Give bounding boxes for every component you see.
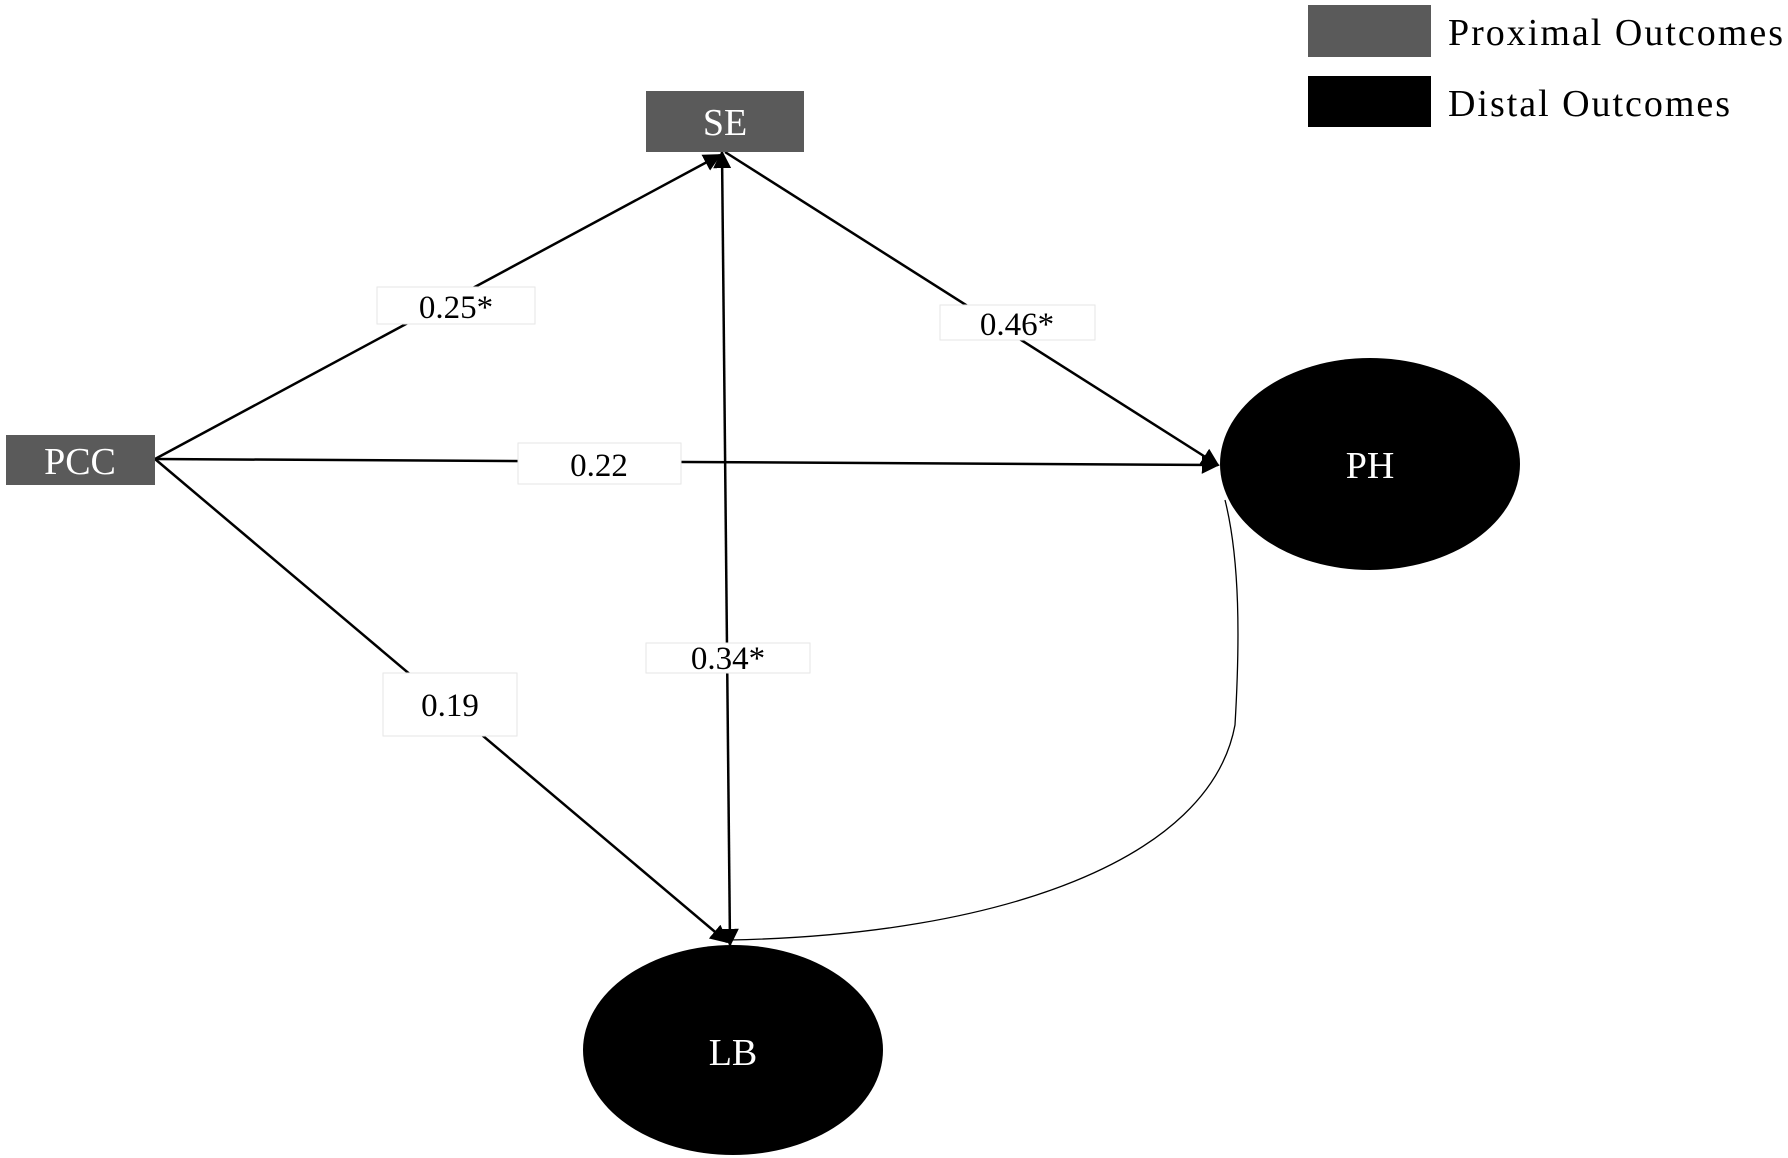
path-label-pcc-lb-text: 0.19: [421, 688, 479, 724]
node-pcc-label: PCC: [44, 441, 116, 483]
edge-ph-lb-curve: [729, 499, 1239, 941]
node-lb-label: LB: [709, 1032, 758, 1074]
node-se-label: SE: [703, 102, 747, 144]
path-label-se-lb-text: 0.34*: [691, 641, 765, 677]
path-label-se-ph: 0.46*: [939, 304, 1096, 343]
legend-swatch-proximal: [1308, 5, 1431, 57]
node-se-box: [646, 91, 804, 152]
node-lb: LB: [583, 945, 883, 1155]
node-ph-ellipse: [1220, 358, 1520, 570]
path-label-se-lb: 0.34*: [645, 641, 811, 677]
path-label-pcc-lb: 0.19: [382, 672, 518, 737]
node-ph: PH: [1220, 358, 1520, 570]
path-label-pcc-se: 0.25*: [376, 286, 536, 326]
path-label-se-ph-text: 0.46*: [980, 307, 1054, 343]
node-se: SE: [646, 91, 804, 152]
legend-swatch-distal: [1308, 76, 1431, 127]
edge-pcc-ph: [154, 455, 1220, 474]
path-label-pcc-se-text: 0.25*: [419, 290, 493, 326]
path-label-pcc-ph-text: 0.22: [570, 448, 628, 484]
node-lb-ellipse: [583, 945, 883, 1155]
node-pcc-box: [6, 435, 155, 485]
edge-se-lb: [713, 150, 739, 947]
legend: Proximal Outcomes Distal Outcomes: [1308, 5, 1783, 127]
node-ph-label: PH: [1346, 445, 1395, 487]
legend-label-proximal: Proximal Outcomes: [1448, 12, 1783, 54]
path-label-pcc-ph: 0.22: [517, 442, 682, 485]
legend-label-distal: Distal Outcomes: [1448, 83, 1730, 125]
node-pcc: PCC: [6, 435, 155, 485]
